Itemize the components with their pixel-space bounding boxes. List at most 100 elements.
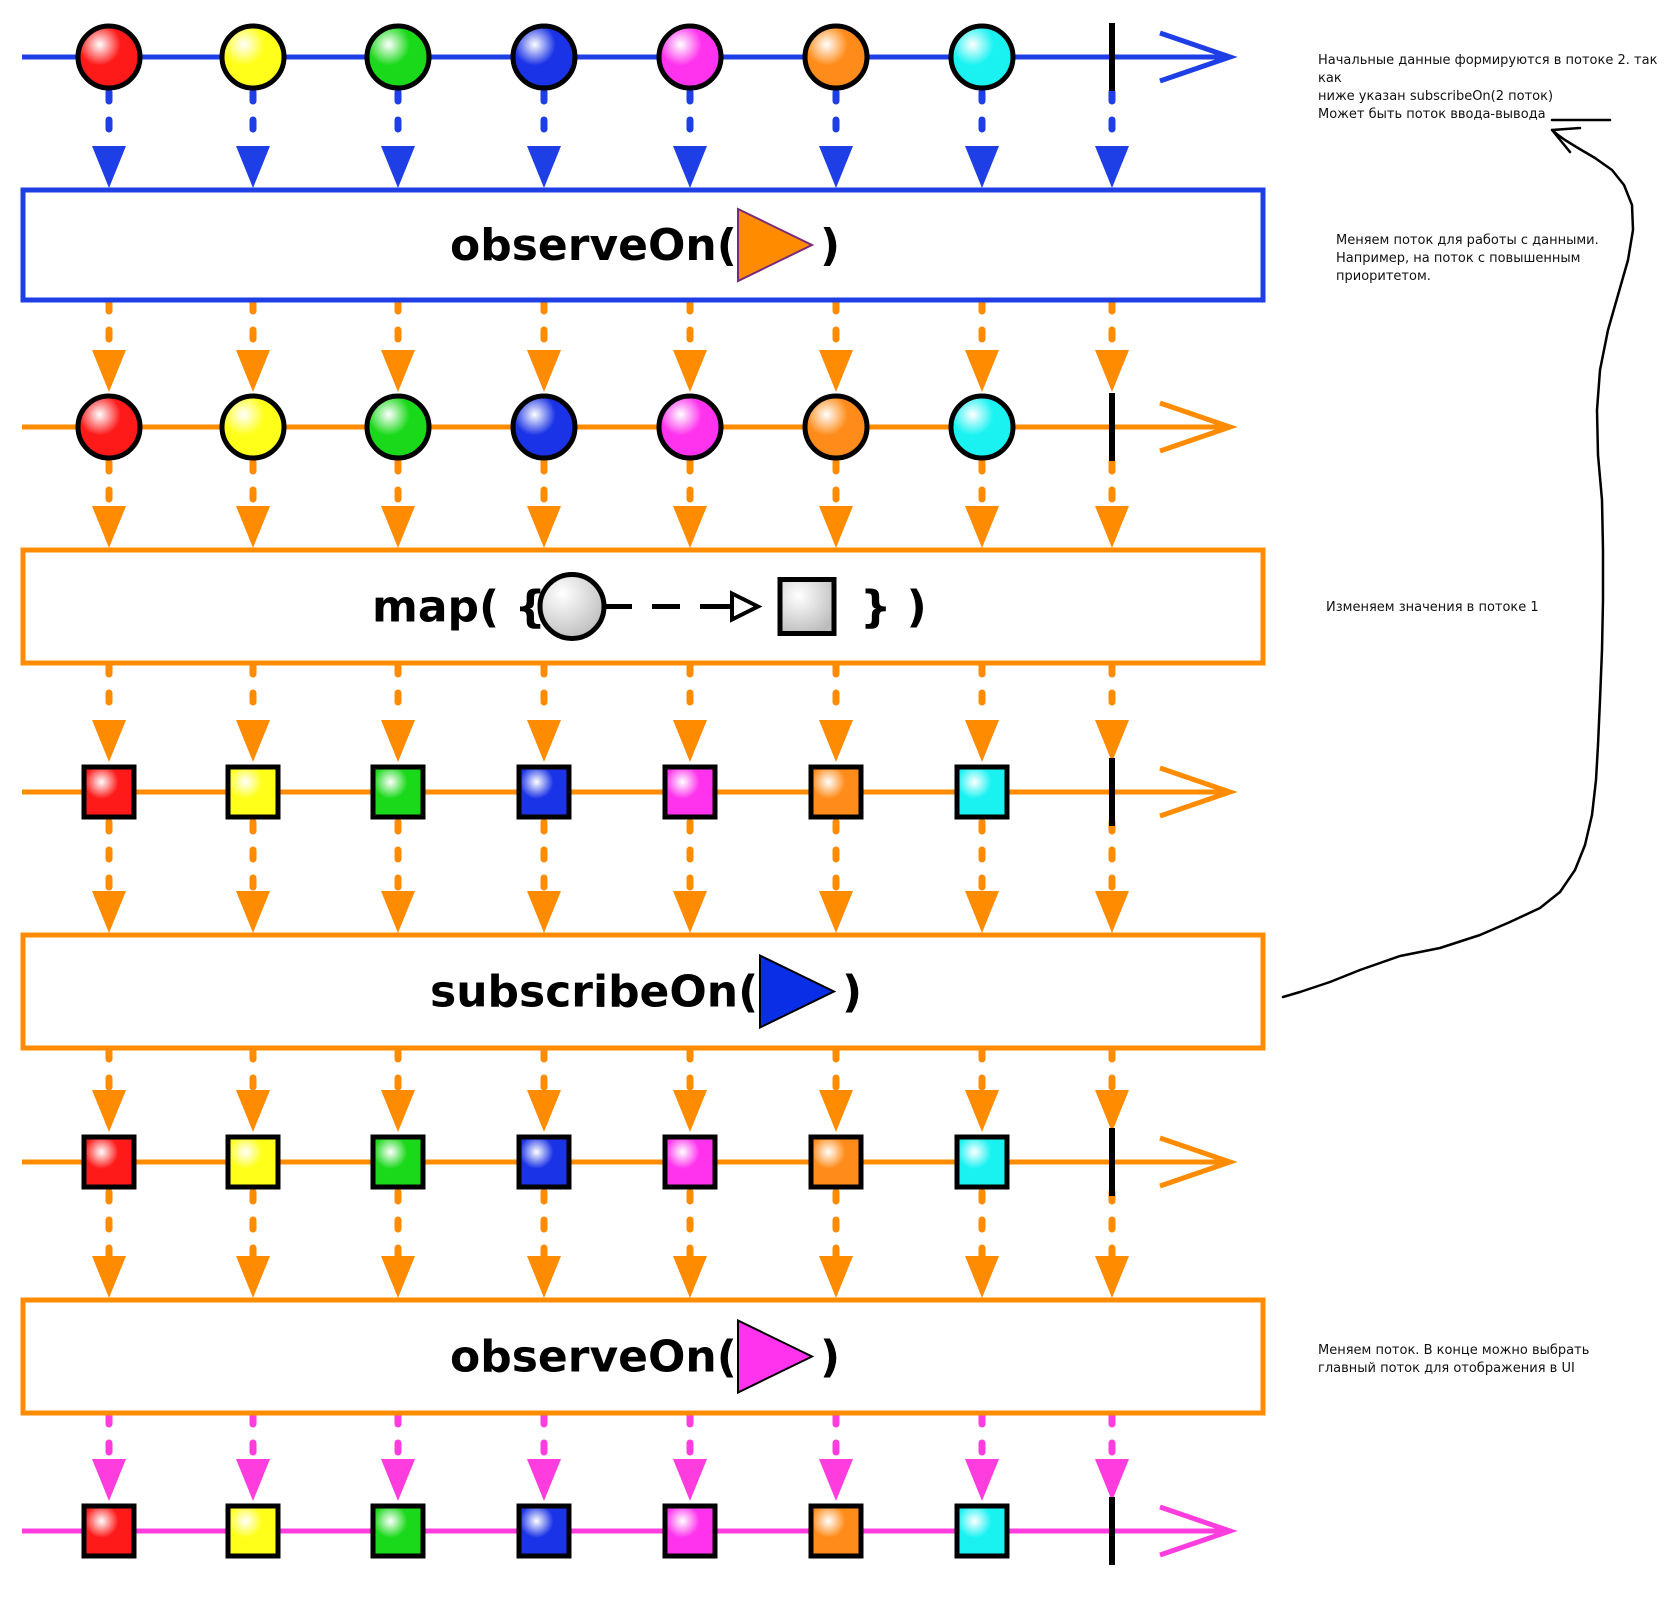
down-arrow (673, 88, 707, 188)
timeline (22, 758, 1238, 826)
square-marble (81, 1503, 137, 1559)
down-arrow (673, 458, 707, 548)
down-arrow (527, 661, 561, 762)
down-arrow (92, 458, 126, 548)
note-final-thread: Меняем поток. В конце можно выбрать глав… (1318, 1343, 1590, 1376)
square-marble (808, 764, 864, 820)
down-arrow (92, 818, 126, 933)
square-marble (370, 764, 426, 820)
down-arrow (381, 88, 415, 188)
down-arrow (381, 818, 415, 933)
down-arrow (1095, 1188, 1129, 1298)
down-arrow (965, 818, 999, 933)
note-map-values: Изменяем значения в потоке 1 (1326, 600, 1539, 615)
down-arrow (1095, 1411, 1129, 1501)
down-arrow (527, 1046, 561, 1132)
down-arrow (236, 88, 270, 188)
down-arrow (92, 1046, 126, 1132)
down-arrow (673, 1046, 707, 1132)
square-marble (662, 764, 718, 820)
operator-box-observeOn: observeOn() (20, 187, 1266, 303)
down-arrow (527, 298, 561, 392)
note-change-thread: Меняем поток для работы с данными. Напри… (1336, 233, 1599, 284)
down-arrow (381, 458, 415, 548)
down-arrow (965, 458, 999, 548)
down-arrow (819, 818, 853, 933)
down-arrow (965, 88, 999, 188)
operator-close: } ) (860, 582, 927, 633)
connector-arrows (92, 88, 1129, 1501)
square-marble (370, 1134, 426, 1190)
hand-drawn-curved-arrow (1281, 118, 1635, 999)
square-marble (516, 1134, 572, 1190)
down-arrow (236, 818, 270, 933)
circle-marble (75, 393, 143, 461)
blue-thread-triangle-icon (759, 953, 837, 1030)
marbles (75, 23, 1016, 1559)
down-arrow (92, 1411, 126, 1501)
circle-marble (948, 23, 1016, 91)
magenta-thread-triangle-icon (737, 1318, 815, 1395)
square-marble (954, 1134, 1010, 1190)
circle-marble (75, 23, 143, 91)
down-arrow (819, 1046, 853, 1132)
down-arrow (92, 88, 126, 188)
square-marble (808, 1134, 864, 1190)
square-marble (662, 1503, 718, 1559)
down-arrow (1095, 88, 1129, 188)
down-arrow (236, 1046, 270, 1132)
timeline-arrowhead (1159, 400, 1238, 454)
circle-marble (219, 393, 287, 461)
down-arrow (92, 661, 126, 762)
down-arrow (819, 88, 853, 188)
down-arrow (381, 1188, 415, 1298)
square-marble (662, 1134, 718, 1190)
operator-close: ) (820, 1332, 840, 1383)
down-arrow (1095, 298, 1129, 392)
down-arrow (381, 1046, 415, 1132)
operator-label: subscribeOn( (430, 967, 758, 1018)
operator-close: ) (820, 220, 840, 271)
down-arrow (673, 818, 707, 933)
circle-marble (802, 23, 870, 91)
square-marble (808, 1503, 864, 1559)
down-arrow (819, 458, 853, 548)
down-arrow (1095, 1046, 1129, 1132)
square-marble (225, 764, 281, 820)
timeline (22, 393, 1238, 461)
arrow-icon (730, 590, 763, 623)
down-arrow (673, 1188, 707, 1298)
circle-input-icon (537, 572, 607, 641)
down-arrow (527, 1411, 561, 1501)
down-arrow (819, 661, 853, 762)
down-arrow (673, 661, 707, 762)
square-marble (954, 764, 1010, 820)
square-marble (225, 1503, 281, 1559)
down-arrow (92, 298, 126, 392)
timeline (22, 1128, 1238, 1196)
timeline-arrowhead (1159, 765, 1238, 819)
square-output-icon (777, 577, 837, 636)
operator-box-subscribeOn: subscribeOn() (20, 932, 1266, 1051)
circle-marble (364, 393, 432, 461)
timeline-arrowhead (1159, 1504, 1238, 1558)
timeline-arrowhead (1159, 30, 1238, 84)
down-arrow (1095, 458, 1129, 548)
operator-close: ) (842, 967, 862, 1018)
down-arrow (381, 298, 415, 392)
circle-marble (948, 393, 1016, 461)
down-arrow (673, 298, 707, 392)
circle-marble (219, 23, 287, 91)
operator-boxes: observeOn()map( {} )subscribeOn()observe… (20, 187, 1266, 1416)
circle-marble (656, 393, 724, 461)
square-marble (516, 764, 572, 820)
down-arrow (236, 661, 270, 762)
operator-label: observeOn( (450, 220, 737, 271)
down-arrow (381, 661, 415, 762)
down-arrow (527, 1188, 561, 1298)
down-arrow (965, 1046, 999, 1132)
down-arrow (965, 298, 999, 392)
down-arrow (527, 88, 561, 188)
circle-marble (802, 393, 870, 461)
